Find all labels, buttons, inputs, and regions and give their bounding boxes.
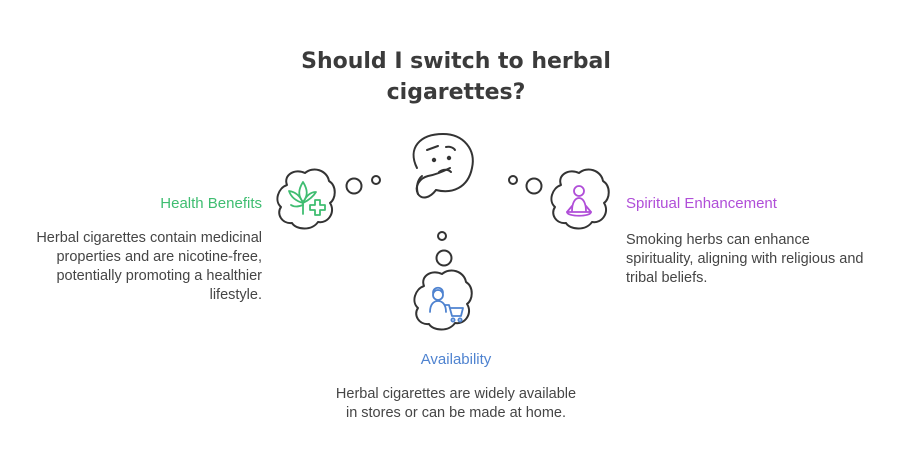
- description-line: Smoking herbs can enhance: [626, 232, 810, 248]
- meditating-person-icon: [566, 185, 592, 217]
- page-title: Should I switch to herbal cigarettes?: [256, 46, 656, 108]
- cannabis-leaf-medical-cross-icon: [288, 181, 326, 216]
- description-line: potentially promoting a healthier: [56, 268, 262, 284]
- thought-bubble-bottom-large: [435, 249, 453, 267]
- description-line: properties and are nicotine-free,: [56, 249, 262, 265]
- spiritual-enhancement-heading: Spiritual Enhancement: [626, 195, 777, 212]
- description-line: in stores or can be made at home.: [345, 405, 567, 421]
- title-line-1: Should I switch to herbal: [301, 49, 611, 74]
- thought-bubble-right-small: [508, 175, 518, 185]
- health-benefits-heading: Health Benefits: [160, 195, 262, 212]
- thought-bubble-right-large: [525, 177, 543, 195]
- shopper-with-cart-icon: [429, 286, 464, 323]
- title-line-2: cigarettes?: [386, 80, 526, 105]
- availability-cloud: [413, 269, 473, 331]
- thought-bubble-left-large: [345, 177, 363, 195]
- description-line: Herbal cigarettes are widely available: [335, 386, 577, 402]
- description-line: lifestyle.: [209, 287, 262, 303]
- description-line: tribal beliefs.: [626, 270, 708, 286]
- spiritual-cloud: [550, 168, 610, 230]
- availability-heading: Availability: [420, 351, 492, 368]
- description-line: spirituality, aligning with religious an…: [626, 251, 864, 267]
- spiritual-enhancement-description: Smoking herbs can enhance spirituality, …: [626, 231, 896, 288]
- thought-bubble-bottom-small: [437, 231, 447, 241]
- thinking-face-icon: [412, 133, 474, 199]
- health-benefits-description: Herbal cigarettes contain medicinal prop…: [10, 229, 262, 305]
- thought-bubble-left-small: [371, 175, 381, 185]
- availability-description: Herbal cigarettes are widely available i…: [296, 385, 616, 423]
- health-cloud: [276, 168, 336, 230]
- description-line: Herbal cigarettes contain medicinal: [36, 230, 262, 246]
